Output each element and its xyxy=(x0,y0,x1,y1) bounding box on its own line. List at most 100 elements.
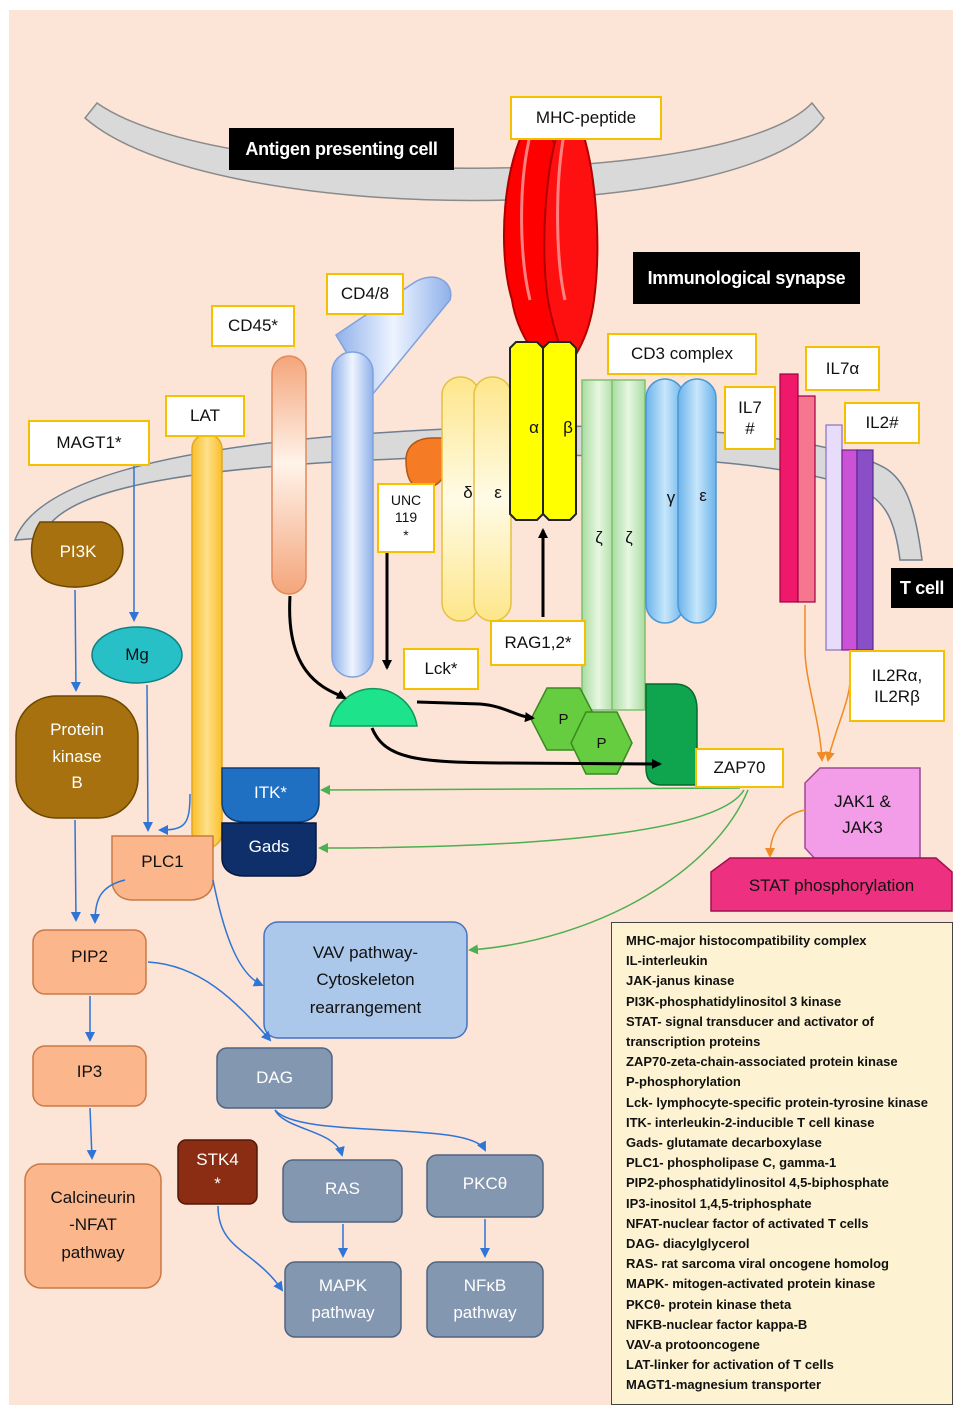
legend-item: ZAP70-zeta-chain-associated protein kina… xyxy=(626,1054,898,1070)
legend-item: MAPK- mitogen-activated protein kinase xyxy=(626,1276,876,1292)
zeta-letter-1: ζ xyxy=(595,528,603,547)
vav-node-shape xyxy=(263,921,468,1039)
apc-title: Antigen presenting cell xyxy=(229,128,454,170)
legend-item: PKCθ- protein kinase theta xyxy=(626,1296,792,1312)
cd48-label: CD4/8 xyxy=(326,273,404,315)
legend-item: VAV-a protooncogene xyxy=(626,1337,760,1353)
legend-item: IP3-inositol 1,4,5-triphosphate xyxy=(626,1195,812,1211)
lat-adaptor xyxy=(191,433,223,849)
delta-letter: δ xyxy=(463,483,473,502)
abbreviation-legend: MHC-major histocompatibility complex IL-… xyxy=(611,922,953,1405)
legend-item: STAT- signal transducer and activator of xyxy=(626,1013,875,1029)
cd3-zeta-chain-1 xyxy=(581,379,616,711)
p-node-1: P xyxy=(558,711,569,729)
beta-letter: β xyxy=(563,418,573,437)
arrow-il7-to-jak xyxy=(804,605,827,762)
il7-receptor-chain-2 xyxy=(797,395,816,603)
jak-node: JAK1 & JAK3 xyxy=(834,791,891,837)
epsilon-letter-1: ε xyxy=(494,483,502,502)
il2-receptor-chain-1 xyxy=(825,424,843,651)
ip3-node: IP3 xyxy=(76,1061,103,1081)
t-cell-title: T cell xyxy=(891,568,953,608)
arrow-cd45-to-lck xyxy=(288,595,347,700)
mg-node-shape xyxy=(91,626,183,684)
arrow-zap70-to-itk xyxy=(320,784,741,795)
legend-item: Gads- glutamate decarboxylase xyxy=(626,1135,822,1151)
p-node-2: P xyxy=(596,735,607,753)
il2r-label: IL2Rα, IL2Rβ xyxy=(849,650,945,722)
cd4-8-coreceptor xyxy=(331,276,452,678)
itk-node-shape xyxy=(221,767,320,823)
pip2-node: PIP2 xyxy=(71,946,108,966)
pi3k-node-shape xyxy=(30,521,124,588)
ras-node-shape xyxy=(282,1159,403,1223)
legend-item: PI3K-phosphatidylinositol 3 kinase xyxy=(626,993,842,1009)
protein-kinase-b-node: Protein kinase B xyxy=(50,720,104,793)
arrow-pi3k-to-pkb xyxy=(70,589,81,692)
calcineurin-node-shape xyxy=(24,1163,162,1289)
arrow-jak-to-stat xyxy=(765,809,806,858)
rag-label: RAG1,2* xyxy=(490,620,586,666)
legend-item: MAGT1-magnesium transporter xyxy=(626,1377,822,1393)
arrow-dag-to-ras xyxy=(274,1109,345,1157)
arrow-mg-to-plc1 xyxy=(142,684,153,832)
arrow-zap70-to-vav xyxy=(468,789,749,955)
arrow-pip2-to-dag xyxy=(147,961,272,1042)
pkc-node: PKCθ xyxy=(462,1173,508,1193)
ras-node: RAS xyxy=(325,1178,360,1198)
stat-node: STAT phosphorylation xyxy=(748,875,915,895)
legend-item: DAG- diacylglycerol xyxy=(626,1236,750,1252)
legend-item: P-phosphorylation xyxy=(626,1074,741,1090)
arrow-plc1-to-pip2 xyxy=(90,879,126,924)
arrow-lat-to-plc1 xyxy=(158,793,191,835)
lat-label: LAT xyxy=(165,395,245,437)
arrow-dag-to-pkc xyxy=(274,1109,486,1152)
synapse-title: Immunological synapse xyxy=(633,252,860,304)
arrow-zap70-to-gads xyxy=(318,789,745,853)
legend-item: PIP2-phosphatidylinositol 4,5-biphosphat… xyxy=(626,1175,889,1191)
calcineurin-node: Calcineurin -NFAT pathway xyxy=(50,1188,136,1262)
tcr-alpha-beta xyxy=(509,341,577,521)
mg-node: Mg xyxy=(125,644,149,664)
legend-item: IL-interleukin xyxy=(626,953,708,969)
lck-label: Lck* xyxy=(403,648,479,690)
legend-item: Lck- lymphocyte-specific protein-tyrosin… xyxy=(626,1094,928,1110)
mapk-node-shape xyxy=(284,1261,402,1338)
il7-label: IL7 # xyxy=(724,386,776,450)
arrow-ip3-to-calcineurin xyxy=(86,1107,97,1160)
il2-label: IL2# xyxy=(844,402,920,444)
pi3k-node: PI3K xyxy=(59,541,97,561)
arrow-pkb-to-pip2 xyxy=(70,819,81,922)
nfkb-node-shape xyxy=(426,1261,544,1338)
cd3-epsilon-chain-2 xyxy=(677,378,717,624)
legend-item: JAK-janus kinase xyxy=(626,973,735,989)
legend-item: transcription proteins xyxy=(626,1034,761,1050)
alpha-letter: α xyxy=(529,418,539,437)
pkc-node-shape xyxy=(426,1154,544,1218)
dag-node-shape xyxy=(216,1047,333,1109)
legend-item: ITK- interleukin-2-inducible T cell kina… xyxy=(626,1114,875,1130)
plc1-node: PLC1 xyxy=(141,851,184,871)
itk-node: ITK* xyxy=(253,782,288,802)
magt1-label: MAGT1* xyxy=(28,420,150,466)
legend-item: NFAT-nuclear factor of activated T cells xyxy=(626,1215,869,1231)
il2-receptor-chain-2 xyxy=(841,449,858,651)
legend-item: RAS- rat sarcoma viral oncogene homolog xyxy=(626,1256,889,1272)
stat-node-shape xyxy=(710,857,953,912)
zap70-label: ZAP70 xyxy=(695,748,784,788)
cd45-receptor xyxy=(271,355,307,595)
arrow-plc1-to-vav xyxy=(212,879,264,987)
zeta-letter-2: ζ xyxy=(625,528,633,547)
nfkb-node: NFκB pathway xyxy=(453,1276,517,1322)
arrow-stk4-to-mapk xyxy=(217,1205,284,1292)
phosphorylation-hex-2 xyxy=(570,711,633,775)
epsilon-letter-2: ε xyxy=(699,486,707,505)
legend-item: PLC1- phospholipase C, gamma-1 xyxy=(626,1155,837,1171)
zap70-kinase-shape xyxy=(645,683,698,786)
gads-node-shape xyxy=(221,822,317,877)
protein-kinase-b-shape xyxy=(15,695,139,819)
arrow-lck-to-p xyxy=(416,700,535,723)
cd3-complex-label: CD3 complex xyxy=(607,333,757,375)
